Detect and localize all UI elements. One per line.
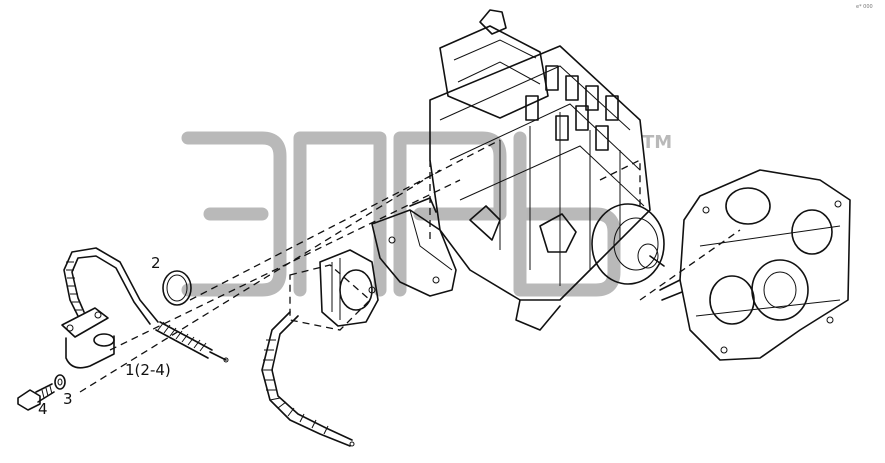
callout-labels: 1(2-4) 2 3 4 [38,254,171,418]
mounting-bracket [371,197,457,297]
sensor-assembly-part-1 [61,247,229,369]
injection-pump [429,9,665,331]
assembly-guide-lines [79,139,741,393]
callout-3: 3 [63,390,73,408]
callout-1: 1(2-4) [125,361,171,379]
watermark-tm: TM [642,132,672,153]
delivery-valves [525,65,619,151]
bolt-part-4 [17,383,55,411]
corner-code: e* 000 [856,4,873,10]
washer-part-3 [54,374,66,390]
callout-2: 2 [151,254,161,272]
second-sensor-assembly [261,249,379,447]
o-ring-part-2 [162,270,192,306]
callout-4: 4 [38,400,48,418]
gear-housing [659,169,851,361]
